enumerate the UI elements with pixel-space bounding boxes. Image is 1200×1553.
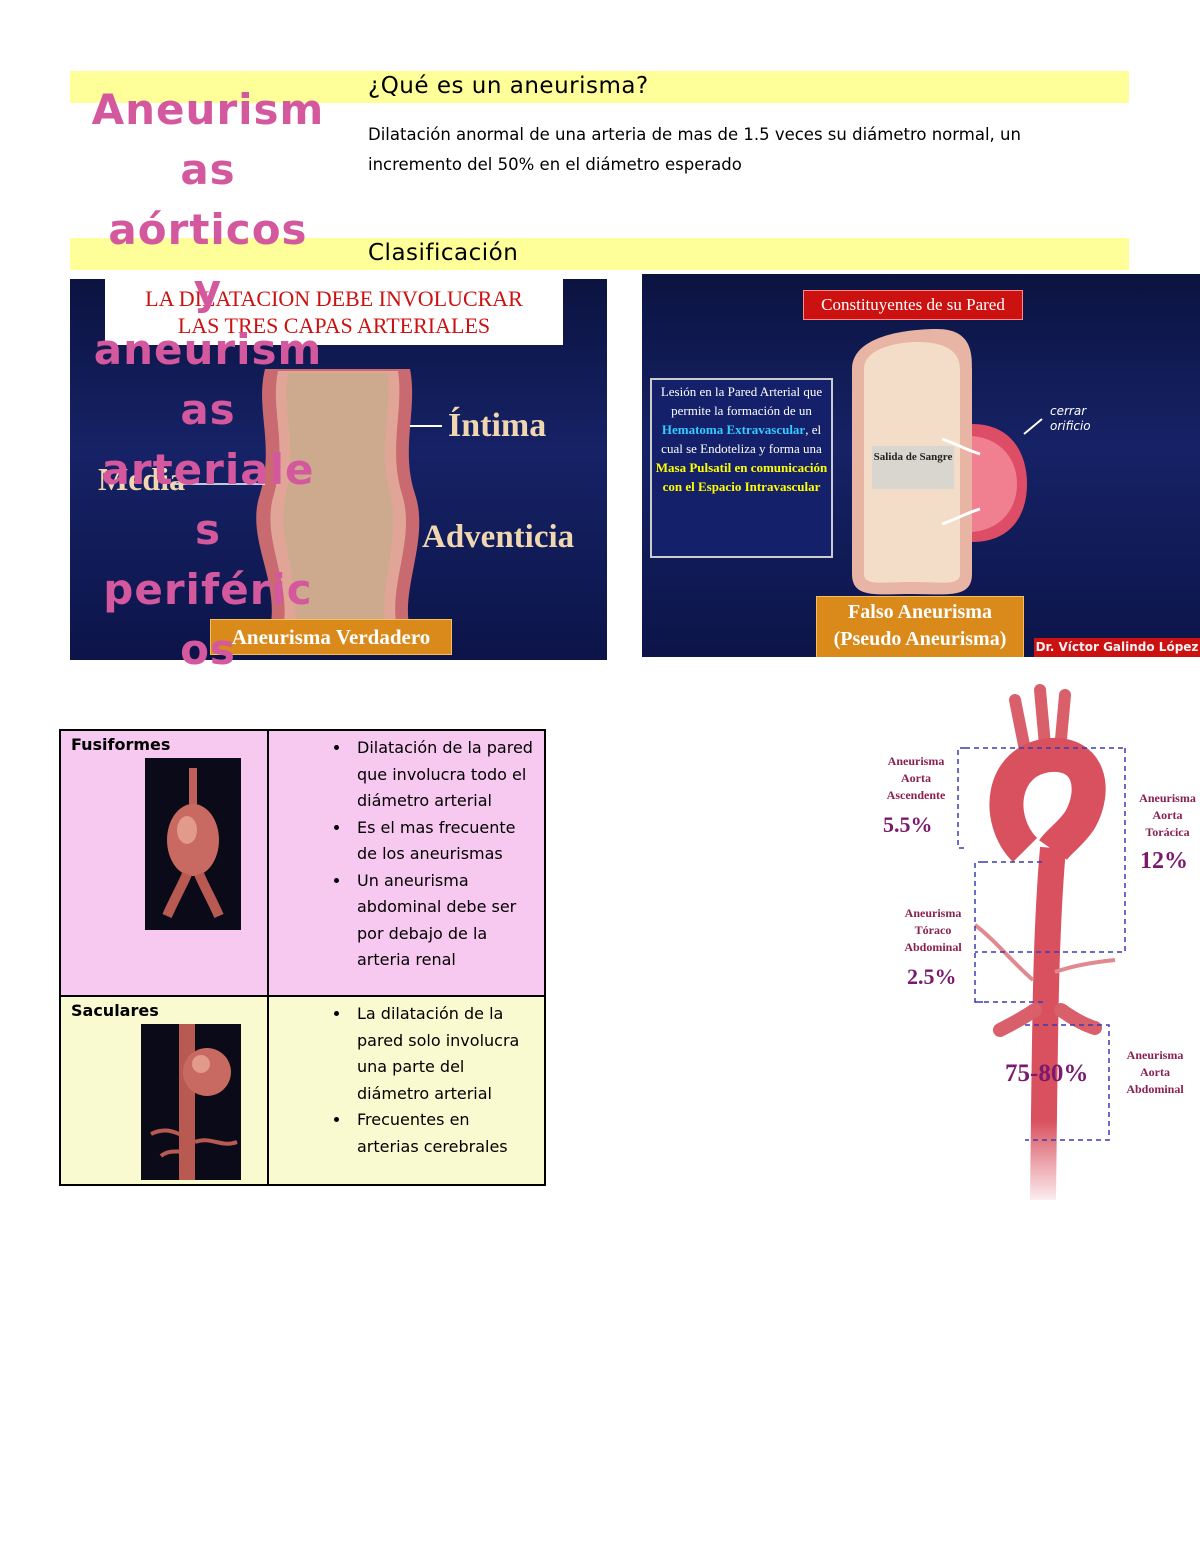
salida-box: Salida de Sangre bbox=[872, 446, 954, 489]
title-line: os bbox=[180, 625, 236, 674]
lesion-description: Lesión en la Pared Arterial que permite … bbox=[650, 378, 833, 558]
true-aneurysm-slide: LA DILATACION DEBE INVOLUCRAR LAS TRES C… bbox=[70, 279, 607, 660]
type-label: Saculares bbox=[71, 1001, 159, 1020]
abdominal-label: Aneurisma Aorta Abdominal bbox=[1126, 1048, 1184, 1096]
false-aneurysm-caption: Falso Aneurisma (Pseudo Aneurisma) bbox=[816, 596, 1024, 657]
intima-label: Íntima bbox=[448, 407, 547, 444]
banner-text: LA DILATACION DEBE INVOLUCRAR LAS TRES C… bbox=[105, 285, 563, 339]
abdominal-percent: 75-80% bbox=[1005, 1060, 1089, 1087]
title-line: aórticos bbox=[108, 205, 308, 254]
type-label: Fusiformes bbox=[71, 735, 171, 754]
masa-text: Masa Pulsatil en comunicación con el Esp… bbox=[655, 460, 828, 494]
type-cell: Fusiformes bbox=[59, 729, 269, 997]
vessel-diagram bbox=[170, 369, 442, 629]
banner-line: LA DILATACION DEBE INVOLUCRAR bbox=[145, 286, 523, 311]
title-line: aneurism bbox=[93, 325, 323, 374]
aorta-figure: Aneurisma Aorta Ascendente 5.5% Aneurism… bbox=[875, 680, 1200, 1200]
constituyentes-box: Constituyentes de su Pared bbox=[803, 290, 1023, 320]
bullet-item: La dilatación de la pared solo involucra… bbox=[351, 1001, 534, 1107]
saccular-aneurysm-illustration bbox=[150, 1024, 238, 1180]
ascending-percent: 5.5% bbox=[883, 812, 933, 837]
description-cell: Dilatación de la pared que involucra tod… bbox=[267, 729, 546, 997]
title-line: as bbox=[180, 145, 236, 194]
document-title: Aneurism as aórticos y aneurism as arter… bbox=[70, 80, 346, 680]
hematoma-text: Hematoma Extravascular bbox=[661, 422, 806, 437]
ascending-label: Aneurisma Aorta Ascendente bbox=[886, 754, 946, 802]
slide-banner bbox=[105, 279, 563, 345]
question-heading: ¿Qué es un aneurisma? bbox=[368, 73, 649, 99]
thoracic-label: Aneurisma Aorta Torácica bbox=[1139, 791, 1196, 839]
thoracic-percent: 12% bbox=[1140, 848, 1188, 874]
saccular-image bbox=[141, 1024, 241, 1180]
fusiform-image bbox=[145, 758, 241, 930]
bullet-item: Dilatación de la pared que involucra tod… bbox=[351, 735, 534, 815]
bullet-list: Dilatación de la pared que involucra tod… bbox=[279, 735, 534, 974]
banner-line: LAS TRES CAPAS ARTERIALES bbox=[177, 313, 491, 338]
author-credit: Dr. Víctor Galindo López bbox=[1034, 638, 1200, 657]
aorta-illustration bbox=[875, 684, 1200, 1200]
false-aneurysm-slide: Constituyentes de su Pared cerrar orific… bbox=[642, 274, 1200, 657]
bullet-item: Frecuentes en arterias cerebrales bbox=[351, 1107, 534, 1160]
title-line: periféric bbox=[103, 565, 313, 614]
bullet-item: Un aneurisma abdominal debe ser por deba… bbox=[351, 868, 534, 974]
heading-highlight bbox=[70, 238, 1129, 270]
title-line: s bbox=[195, 505, 221, 554]
title-line: arteriale bbox=[101, 445, 315, 494]
bullet-item: Es el mas frecuente de los aneurismas bbox=[351, 815, 534, 868]
lesion-intro: Lesión en la Pared Arterial que permite … bbox=[660, 384, 823, 418]
title-line: as bbox=[180, 385, 236, 434]
classification-heading: Clasificación bbox=[368, 240, 519, 266]
type-cell: Saculares bbox=[59, 995, 269, 1186]
description-cell: La dilatación de la pared solo involucra… bbox=[267, 995, 546, 1186]
title-line: Aneurism bbox=[91, 85, 325, 134]
thoracoabdominal-percent: 2.5% bbox=[907, 964, 957, 989]
table-row: Fusiformes Dilatación de la pared que in… bbox=[59, 729, 546, 997]
bullet-list: La dilatación de la pared solo involucra… bbox=[279, 1001, 534, 1160]
definition-text: Dilatación anormal de una arteria de mas… bbox=[368, 125, 1021, 174]
table-row: Saculares La dilatación de la pared solo… bbox=[59, 995, 546, 1186]
classification-table: Fusiformes Dilatación de la pared que in… bbox=[59, 729, 546, 1186]
adventicia-label: Adventicia bbox=[422, 519, 575, 555]
title-line: y bbox=[193, 265, 223, 314]
heading-highlight bbox=[70, 71, 1129, 103]
media-label: Media bbox=[98, 461, 186, 497]
thoracoabdominal-label: Aneurisma Tóraco Abdominal bbox=[904, 906, 962, 954]
caption-line: Falso Aneurisma bbox=[848, 601, 992, 623]
true-aneurysm-caption: Aneurisma Verdadero bbox=[210, 619, 452, 655]
lesion-mid: , el cual se Endoteliza y forma una bbox=[661, 422, 822, 456]
fusiform-aneurysm-illustration bbox=[162, 768, 224, 919]
caption-line: (Pseudo Aneurisma) bbox=[833, 628, 1007, 650]
handwritten-note: cerrar orificio bbox=[1050, 404, 1091, 433]
